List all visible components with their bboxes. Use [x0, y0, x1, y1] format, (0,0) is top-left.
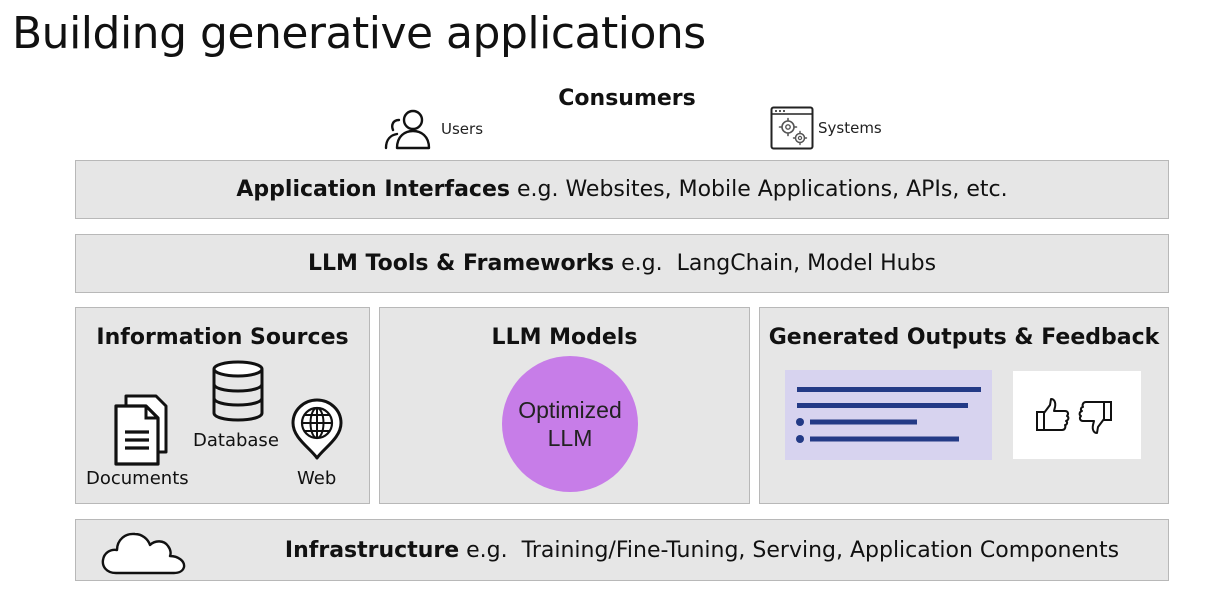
- documents-icon: [112, 394, 172, 466]
- infrastructure-detail: e.g. Training/Fine-Tuning, Serving, Appl…: [459, 537, 1120, 563]
- llm-tools-bar: LLM Tools & Frameworks e.g. LangChain, M…: [75, 234, 1169, 293]
- feedback-card: [1013, 371, 1141, 459]
- optimized-llm-line2: LLM: [547, 425, 593, 451]
- thumbs-up-icon: [1035, 397, 1071, 433]
- database-label: Database: [193, 430, 279, 451]
- thumbs-down-icon: [1077, 399, 1113, 435]
- consumer-systems: Systems: [770, 106, 882, 150]
- application-interfaces-bar: Application Interfaces e.g. Websites, Mo…: [75, 160, 1169, 219]
- optimized-llm-line1: Optimized: [518, 397, 622, 423]
- systems-gear-window-icon: [770, 106, 814, 150]
- infrastructure-text: Infrastructure e.g. Training/Fine-Tuning…: [216, 520, 1168, 580]
- generated-outputs-title: Generated Outputs & Feedback: [768, 325, 1160, 350]
- infrastructure-title: Infrastructure: [284, 537, 460, 563]
- web-globe-pin-icon: [290, 398, 344, 460]
- cloud-icon: [100, 528, 188, 576]
- users-label: Users: [441, 120, 484, 138]
- generated-text-card: [785, 370, 992, 460]
- web-label: Web: [297, 468, 337, 489]
- documents-label: Documents: [86, 468, 189, 489]
- users-icon: [383, 108, 437, 150]
- optimized-llm-circle: Optimized LLM: [502, 356, 638, 492]
- generated-text-lines: [796, 387, 981, 443]
- consumer-users: Users: [383, 108, 483, 150]
- application-interfaces-detail: e.g. Websites, Mobile Applications, APIs…: [509, 177, 1008, 202]
- llm-models-title: LLM Models: [491, 325, 638, 350]
- llm-models-panel: LLM Models Optimized LLM: [379, 307, 750, 504]
- generated-outputs-panel: Generated Outputs & Feedback: [759, 307, 1169, 504]
- application-interfaces-title: Application Interfaces: [236, 177, 510, 202]
- database-icon: [210, 360, 266, 422]
- infrastructure-bar: Infrastructure e.g. Training/Fine-Tuning…: [75, 519, 1169, 581]
- information-sources-panel: Information Sources Documents Database: [75, 307, 370, 504]
- page-title: Building generative applications: [12, 8, 706, 59]
- llm-tools-title: LLM Tools & Frameworks: [307, 251, 615, 276]
- llm-tools-detail: e.g. LangChain, Model Hubs: [614, 251, 937, 276]
- consumers-label: Consumers: [558, 86, 696, 111]
- information-sources-title: Information Sources: [96, 325, 349, 350]
- systems-label: Systems: [818, 119, 882, 137]
